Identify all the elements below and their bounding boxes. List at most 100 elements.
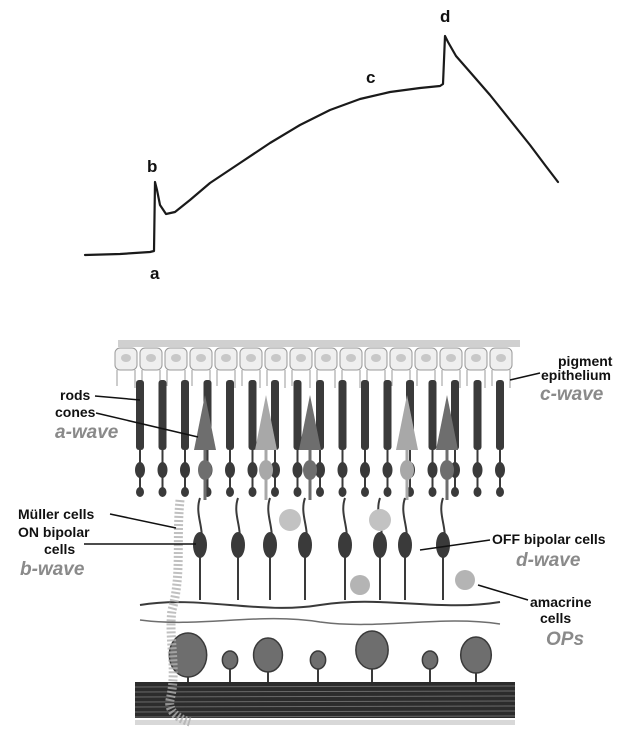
pigment-cell-nucleus — [396, 354, 406, 362]
pigment-cell-nucleus — [296, 354, 306, 362]
rod-nucleus — [225, 462, 235, 478]
inner-limiting-membrane — [135, 720, 515, 725]
amacrine-cell-body — [350, 575, 370, 595]
cone-nucleus — [400, 460, 414, 480]
rod-outer-segment — [226, 380, 234, 450]
pigment-cell-nucleus — [471, 354, 481, 362]
rod-nucleus — [135, 462, 145, 478]
neuron-layer — [140, 498, 500, 682]
bipolar-cell-body — [338, 532, 352, 558]
cone-nucleus — [198, 460, 212, 480]
inner-plexiform-line — [140, 619, 500, 625]
nerve-fiber-layer — [135, 682, 515, 725]
rod-terminal — [136, 487, 144, 497]
ganglion-cell — [356, 631, 388, 669]
rod-terminal — [384, 487, 392, 497]
rod-nucleus — [383, 462, 393, 478]
bipolar-cell-body — [298, 532, 312, 558]
rod-terminal — [339, 487, 347, 497]
bipolar-cell-body — [373, 532, 387, 558]
rods-label: rods — [60, 387, 91, 403]
c-wave-label: c-wave — [540, 384, 604, 405]
bipolar-cell-body — [231, 532, 245, 558]
cone-outer-segment — [194, 395, 216, 450]
rod-outer-segment — [384, 380, 392, 450]
b-wave-label: b-wave — [20, 559, 85, 580]
rod-outer-segment — [474, 380, 482, 450]
pigment-cell-nucleus — [321, 354, 331, 362]
rod-nucleus — [428, 462, 438, 478]
pigment-cell-nucleus — [421, 354, 431, 362]
pigment-cell-nucleus — [446, 354, 456, 362]
pigment-cell-process — [367, 370, 385, 388]
cone-outer-segment — [396, 395, 418, 450]
rod-terminal — [181, 487, 189, 497]
rod-terminal — [316, 487, 324, 497]
amacrine-leader — [478, 585, 528, 600]
pigment-cell-nucleus — [171, 354, 181, 362]
rod-terminal — [249, 487, 257, 497]
erg-trace-panel: b a c d — [85, 7, 558, 283]
rod-nucleus — [180, 462, 190, 478]
rod-terminal — [496, 487, 504, 497]
rod-terminal — [159, 487, 167, 497]
rod-terminal — [294, 487, 302, 497]
amacrine-cells-label: cells — [540, 610, 571, 626]
bipolar-cell-body — [193, 532, 207, 558]
label-rods-cones: rods cones a-wave — [55, 387, 198, 443]
rod-nucleus — [293, 462, 303, 478]
pigment-cell-nucleus — [271, 354, 281, 362]
rod-outer-segment — [339, 380, 347, 450]
cones-label: cones — [55, 404, 96, 420]
peak-label-b: b — [147, 157, 157, 176]
rod-outer-segment — [136, 380, 144, 450]
epithelium-label: epithelium — [541, 367, 611, 383]
cone-nucleus — [303, 460, 317, 480]
horizontal-cell — [369, 509, 391, 531]
off-bipolar-leader — [420, 540, 490, 550]
pigment-cell-nucleus — [196, 354, 206, 362]
nerve-fiber-band — [135, 682, 515, 718]
peak-label-c: c — [366, 68, 375, 87]
rod-terminal — [451, 487, 459, 497]
rod-nucleus — [158, 462, 168, 478]
d-wave-label: d-wave — [516, 550, 581, 571]
label-muller-on-bipolar: Müller cells ON bipolar cells b-wave — [18, 506, 196, 580]
pigment-epithelium-bar — [118, 340, 520, 347]
rod-outer-segment — [249, 380, 257, 450]
rod-terminal — [474, 487, 482, 497]
retina-diagram: pigment epithelium c-wave rods cones a-w… — [18, 340, 613, 725]
pigment-cell-nucleus — [246, 354, 256, 362]
label-amacrine: amacrine cells OPs — [478, 585, 592, 650]
rod-terminal — [271, 487, 279, 497]
pigment-cell-nucleus — [371, 354, 381, 362]
pigment-cell-process — [142, 370, 160, 388]
ganglion-cell — [254, 638, 283, 672]
amacrine-cell-body — [455, 570, 475, 590]
rod-outer-segment — [294, 380, 302, 450]
rods-leader — [95, 396, 140, 400]
pigment-cell-nucleus — [496, 354, 506, 362]
ganglion-cell — [222, 651, 237, 669]
pigment-cell-nucleus — [346, 354, 356, 362]
rod-nucleus — [338, 462, 348, 478]
pigment-cell-nucleus — [121, 354, 131, 362]
ganglion-cell — [422, 651, 437, 669]
rod-terminal — [429, 487, 437, 497]
bipolar-cell-body — [263, 532, 277, 558]
photoreceptor-layer — [135, 380, 505, 500]
rod-outer-segment — [159, 380, 167, 450]
inner-plexiform-line — [140, 602, 500, 608]
rod-outer-segment — [496, 380, 504, 450]
amacrine-label: amacrine — [530, 594, 592, 610]
cone-nucleus — [440, 460, 454, 480]
muller-label: Müller cells — [18, 506, 94, 522]
horizontal-cell — [279, 509, 301, 531]
cone-nucleus — [259, 460, 273, 480]
pigment-cell-nucleus — [221, 354, 231, 362]
off-bipolar-label: OFF bipolar cells — [492, 531, 606, 547]
erg-trace-line — [85, 36, 558, 255]
rod-nucleus — [360, 462, 370, 478]
rod-nucleus — [495, 462, 505, 478]
